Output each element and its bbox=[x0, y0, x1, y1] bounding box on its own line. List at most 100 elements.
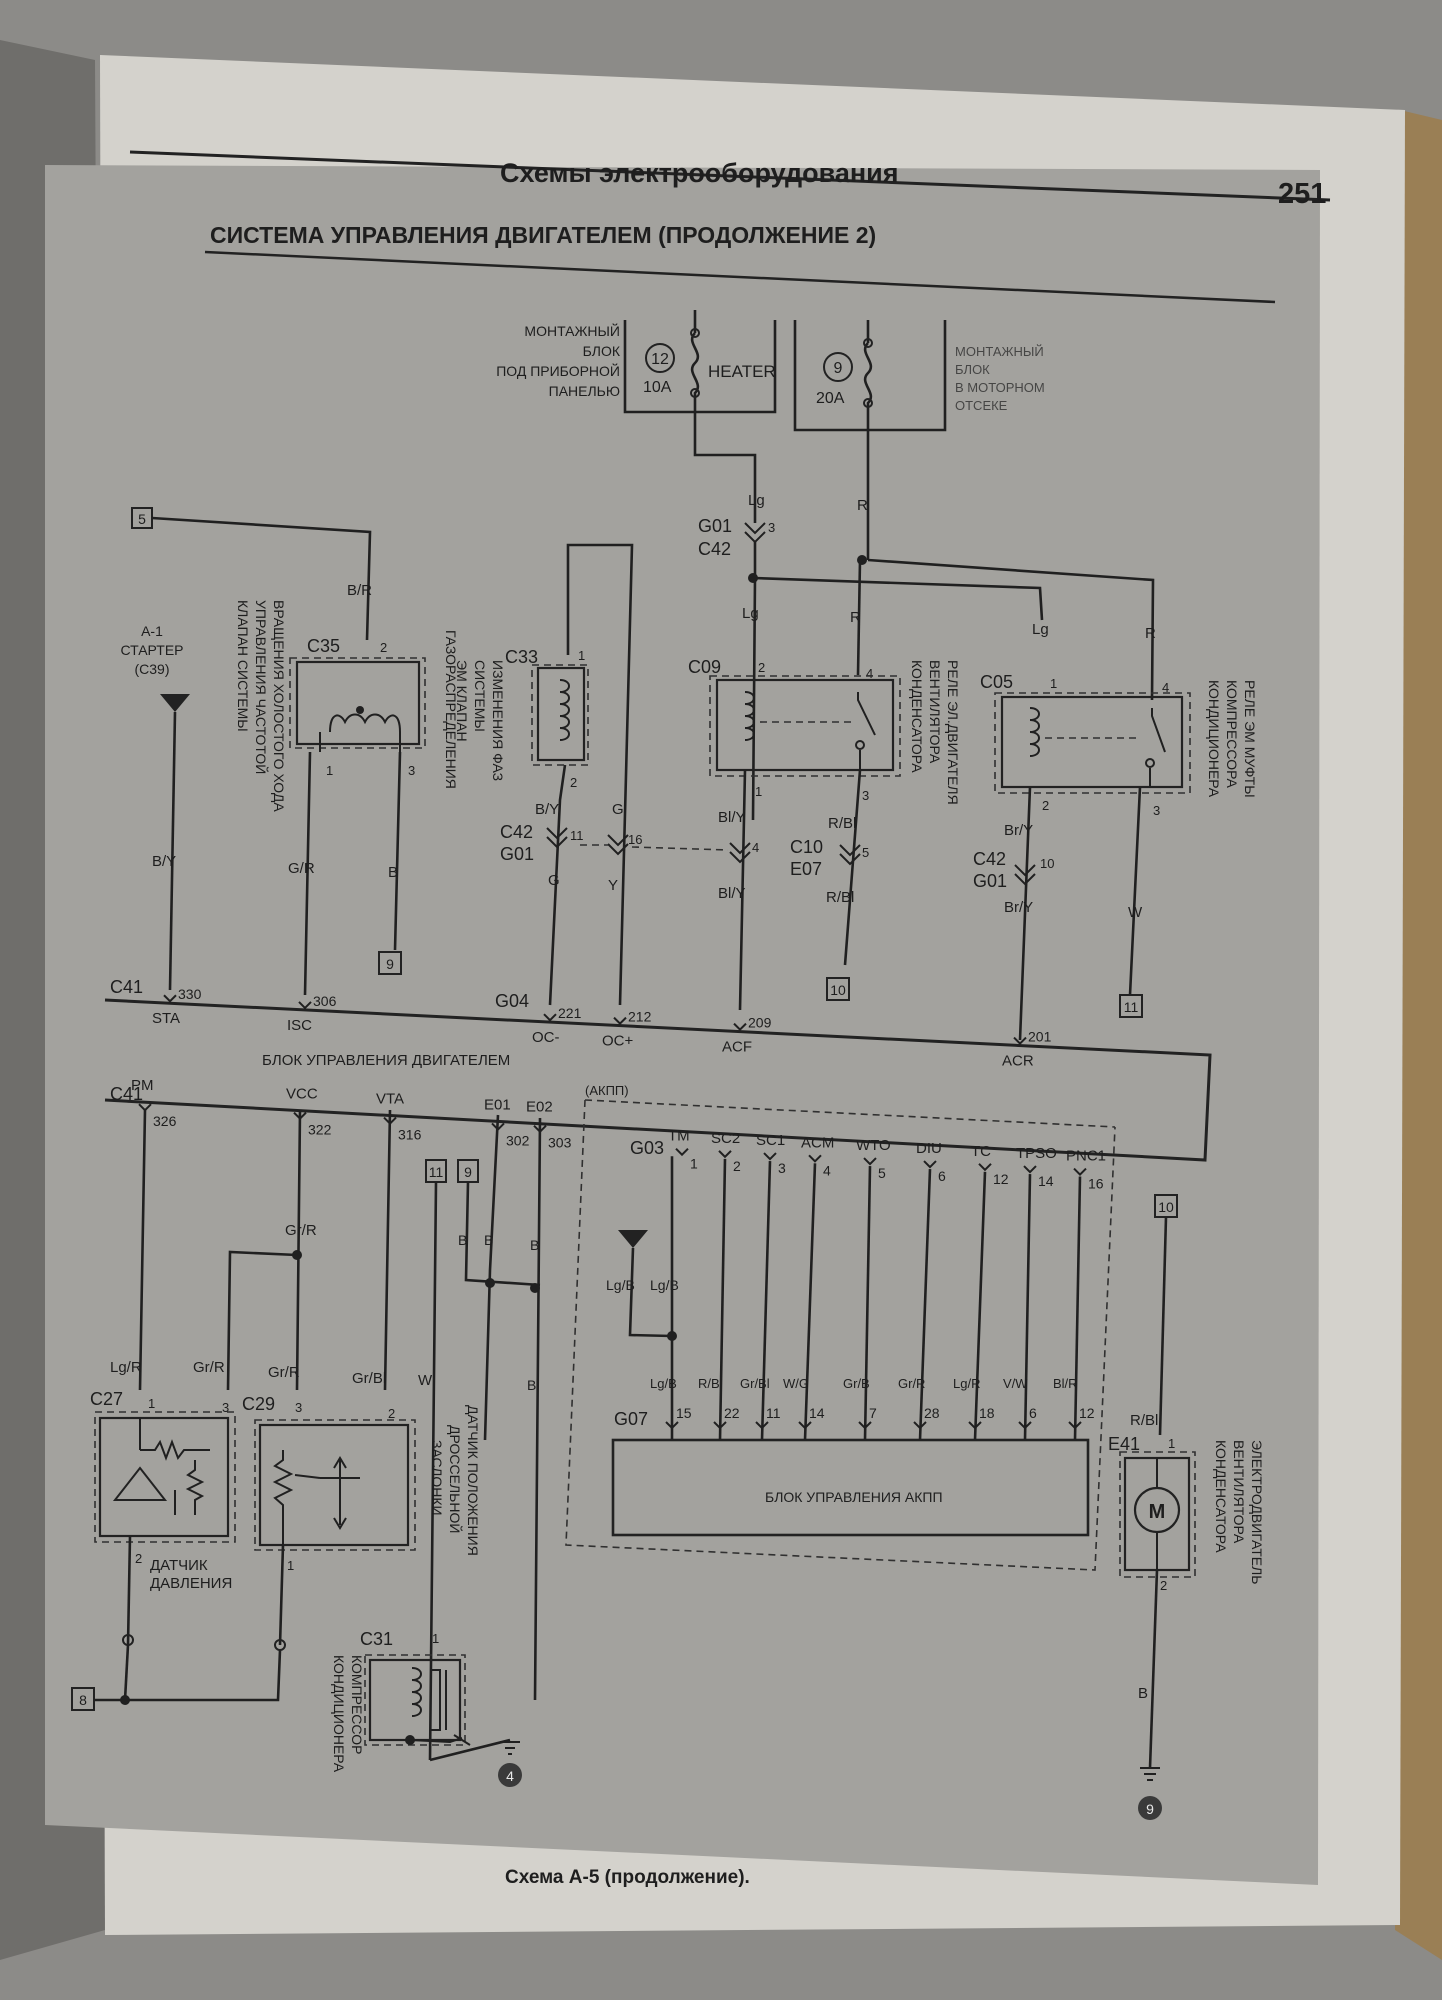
g07-wire-label: Gr/B bbox=[843, 1376, 870, 1391]
wire-label-grr-c27: Gr/R bbox=[193, 1359, 225, 1376]
c33-dashed-outline bbox=[531, 664, 589, 766]
c09-pin-3: 3 bbox=[862, 788, 869, 803]
ref-8-label: 8 bbox=[79, 1692, 87, 1708]
c29-id: C29 bbox=[242, 1394, 275, 1414]
c27-amp-icon bbox=[112, 1466, 168, 1501]
g03-pin-num: 2 bbox=[733, 1158, 741, 1174]
fuse-right-amps: 20A bbox=[816, 390, 845, 407]
c35-pin-3: 3 bbox=[408, 763, 415, 778]
g03-pin-name: TM bbox=[668, 1128, 690, 1145]
ecu-bottom-pin-name: PM bbox=[131, 1077, 154, 1094]
ecu-top-pin-mark bbox=[163, 994, 177, 1003]
ref-9-lower: 9 bbox=[464, 1164, 472, 1180]
ecu-bottom-pin-num: 302 bbox=[506, 1132, 530, 1148]
component-c05: C05 1 4 2 3 РЕЛЕ ЭМ МУФТЫ КОМПРЕССОРА КО… bbox=[973, 672, 1258, 1041]
conn-c41-top: C41 bbox=[110, 977, 143, 997]
ecu-top-pin-mark bbox=[543, 1013, 557, 1022]
g07-pin-mark bbox=[1068, 1421, 1082, 1430]
component-c33: C33 1 2 ЭМ КЛАПАН СИСТЕМЫ ИЗМЕНЕНИЯ ФАЗ … bbox=[443, 543, 634, 1006]
wire-label-w-c05: W bbox=[1128, 904, 1143, 921]
fuse-box-right-line3: В МОТОРНОМ bbox=[955, 380, 1045, 395]
c29-pin-1: 1 bbox=[287, 1558, 294, 1573]
g03-g07-wire bbox=[803, 1163, 817, 1441]
g03-pin-name: TPSO bbox=[1016, 1145, 1057, 1162]
fuse-left-amps: 10A bbox=[643, 379, 672, 396]
c27-pin-2: 2 bbox=[135, 1551, 142, 1566]
g03-pin-mark bbox=[978, 1163, 992, 1172]
wire-label-rbl-bottom: R/Bl bbox=[826, 889, 854, 906]
ecu-top-pin-num: 330 bbox=[178, 986, 202, 1002]
ecu-top-pin-mark bbox=[733, 1022, 747, 1032]
pin-11-mid: 11 bbox=[570, 828, 584, 843]
conn-c42-mid: C42 bbox=[500, 822, 533, 842]
c27-body bbox=[98, 1416, 230, 1538]
g07-pin-num: 28 bbox=[924, 1405, 940, 1421]
c09-switch bbox=[857, 692, 876, 770]
wire-label-bry-top: Br/Y bbox=[1004, 822, 1033, 839]
c29-potentiometer-icon bbox=[272, 1450, 321, 1545]
wire-label-lg-c05: Lg bbox=[1032, 621, 1049, 638]
c29-wiper-arrows bbox=[320, 1456, 360, 1530]
fuse-box-left-line2: БЛОК bbox=[583, 343, 621, 359]
fuse-box-left-line4: ПАНЕЛЬЮ bbox=[549, 383, 620, 399]
c27-pin-3: 3 bbox=[222, 1400, 229, 1415]
g03-pin-num: 12 bbox=[993, 1171, 1009, 1187]
c35-pin-2: 2 bbox=[380, 640, 387, 655]
fuse-box-right-line4: ОТСЕКЕ bbox=[955, 398, 1008, 413]
c31-clutch-icon bbox=[430, 1669, 447, 1731]
g03-pin-num: 14 bbox=[1038, 1173, 1054, 1189]
conn-c41-bottom: C41 bbox=[110, 1084, 143, 1104]
e41-id: E41 bbox=[1108, 1434, 1140, 1454]
e41-desc-line3: КОНДЕНСАТОРА bbox=[1213, 1440, 1229, 1553]
c05-coil bbox=[1029, 707, 1040, 757]
c31-desc-line2: КОНДИЦИОНЕРА bbox=[331, 1655, 347, 1773]
g03-pin-num: 4 bbox=[823, 1162, 831, 1178]
tcu-arrow-icon bbox=[618, 1230, 648, 1248]
c09-dashed-outline bbox=[709, 675, 901, 777]
ecu-top-pin-num: 212 bbox=[628, 1009, 652, 1025]
g07-pin-mark bbox=[1018, 1421, 1032, 1430]
fuse-box-left: МОНТАЖНЫЙ БЛОК ПОД ПРИБОРНОЙ ПАНЕЛЬЮ 12 … bbox=[496, 310, 777, 485]
e41-desc-line1: ЭЛЕКТРОДВИГАТЕЛЬ bbox=[1249, 1440, 1265, 1584]
g03-pin-num: 3 bbox=[778, 1160, 786, 1176]
g03-g07-wire bbox=[863, 1166, 872, 1441]
c05-pin-3: 3 bbox=[1153, 803, 1160, 818]
wire-label-grr-c29: Gr/R bbox=[268, 1364, 300, 1381]
e41-dashed-outline bbox=[1119, 1451, 1196, 1578]
ecu-top-pin-name: ISC bbox=[287, 1017, 312, 1034]
c35-dashed-outline bbox=[289, 657, 426, 749]
wire-label-by-starter: B/Y bbox=[152, 853, 176, 870]
ecu-bottom-pin-name: E01 bbox=[484, 1096, 511, 1113]
c35-body bbox=[295, 660, 421, 746]
c27-id: C27 bbox=[90, 1389, 123, 1409]
diagram-title: СИСТЕМА УПРАВЛЕНИЯ ДВИГАТЕЛЕМ (ПРОДОЛЖЕН… bbox=[210, 222, 876, 248]
pin-10-right: 10 bbox=[1040, 856, 1054, 871]
ecu-block: БЛОК УПРАВЛЕНИЯ ДВИГАТЕЛЕМ C41 G04 C41 G… bbox=[104, 977, 1212, 1162]
wire-label-b-l4: B bbox=[527, 1377, 536, 1393]
g03-pin-name: ACM bbox=[801, 1134, 834, 1151]
g07-wire-label: Lg/B bbox=[650, 1376, 677, 1391]
c31-pin-1: 1 bbox=[432, 1631, 439, 1646]
wire-label-lg-c09: Lg bbox=[742, 605, 759, 622]
g07-pin-num: 15 bbox=[676, 1405, 692, 1421]
ref-box-10-upper bbox=[826, 977, 850, 1001]
c35-desc-line3: ВРАЩЕНИЯ ХОЛОСТОГО ХОДА bbox=[271, 600, 287, 812]
fuse-box-right: 9 20A МОНТАЖНЫЙ БЛОК В МОТОРНОМ ОТСЕКЕ bbox=[793, 320, 1045, 560]
c27-resistor-top bbox=[139, 1418, 210, 1461]
component-c31: C31 1 КОМПРЕССОР КОНДИЦИОНЕРА bbox=[331, 1629, 471, 1773]
g07-pin-num: 22 bbox=[724, 1405, 740, 1421]
fuse-left-number: 12 bbox=[651, 351, 669, 368]
c33-pin-2: 2 bbox=[570, 775, 577, 790]
ecu-top-pin-mark bbox=[613, 1016, 627, 1026]
g07-wire-label: Lg/R bbox=[953, 1376, 980, 1391]
g03-pin-name: WTO bbox=[856, 1137, 891, 1154]
c05-desc-line2: КОМПРЕССОРА bbox=[1224, 680, 1240, 788]
c31-dashed-outline bbox=[364, 1654, 466, 1746]
g03-pin-mark bbox=[1023, 1165, 1037, 1174]
g07-wire-label: Gr/R bbox=[898, 1376, 925, 1391]
ground-4-label: 4 bbox=[506, 1768, 514, 1784]
wire-label-by-c33: B/Y bbox=[535, 801, 559, 818]
c09-desc-line3: КОНДЕНСАТОРА bbox=[909, 660, 925, 773]
c35-desc-line2: УПРАВЛЕНИЯ ЧАСТОТОЙ bbox=[253, 600, 270, 774]
